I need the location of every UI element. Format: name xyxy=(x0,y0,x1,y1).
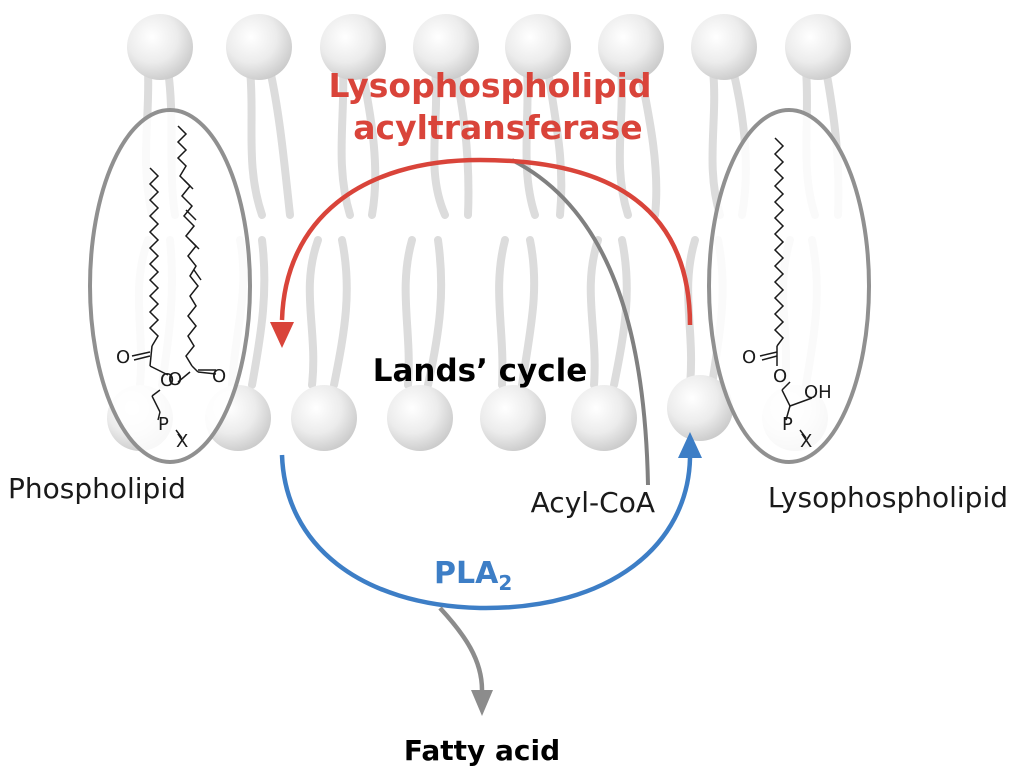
acyltransferase-arrowhead xyxy=(270,322,294,348)
lands-cycle-title: Lands’ cycle xyxy=(373,353,588,389)
lyso-acyl-chain xyxy=(773,137,785,347)
phospholipid-outline xyxy=(88,108,252,464)
fatty-acid-arrow-line xyxy=(438,606,485,691)
acyl-coa-label: Acyl-CoA xyxy=(531,486,655,519)
double-bonds xyxy=(183,179,202,281)
lyso-chem-oxygen-2: O xyxy=(773,366,787,387)
lyso-chem-phosphate: P xyxy=(782,414,793,435)
pla2-arc xyxy=(279,454,693,611)
upper-leaflet-heads xyxy=(127,14,851,80)
chem-oxygen-3: O xyxy=(168,369,182,390)
pla2-arrowhead xyxy=(678,432,702,458)
lysophospholipid-outline xyxy=(707,108,871,464)
lysophospholipid-molecule: O O OH P X xyxy=(707,108,871,464)
phospholipid-molecule: O O O O P X xyxy=(88,108,252,464)
lyso-chem-headgroup: X xyxy=(800,431,812,452)
chem-headgroup: X xyxy=(176,431,188,452)
acyltransferase-label-line1: Lysophospholipid xyxy=(328,66,651,105)
lyso-chem-hydroxyl: OH xyxy=(804,382,832,403)
chem-oxygen-1: O xyxy=(116,347,130,368)
chem-phosphate: P xyxy=(158,414,169,435)
fatty-acid-arrowhead xyxy=(471,690,493,716)
acyltransferase-arc xyxy=(279,157,693,326)
pla2-label: PLA2 xyxy=(434,556,512,595)
saturated-acyl-chain xyxy=(148,167,160,347)
lyso-ester-bonds xyxy=(759,346,813,439)
phospholipid-label: Phospholipid xyxy=(8,472,186,505)
lyso-chem-oxygen-1: O xyxy=(742,347,756,368)
pla2-label-subscript: 2 xyxy=(498,571,512,595)
pla2-label-main: PLA xyxy=(434,556,499,591)
chem-oxygen-2: O xyxy=(160,370,174,391)
chem-oxygen-4: O xyxy=(212,366,226,387)
lysophospholipid-label: Lysophospholipid xyxy=(768,481,1008,514)
ester-bonds xyxy=(131,345,217,439)
acyl-coa-arrow-line xyxy=(511,158,650,486)
acyltransferase-label-line2: acyltransferase xyxy=(353,108,642,147)
fatty-acid-label: Fatty acid xyxy=(404,734,560,767)
